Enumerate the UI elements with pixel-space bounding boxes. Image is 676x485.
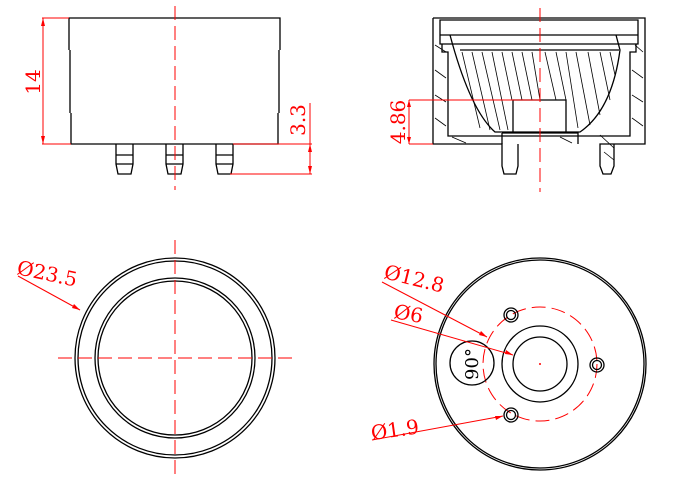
dim-pitch-circle-label: Ø12.8 [382, 260, 447, 298]
dimension-pin-length: 3.3 [230, 103, 312, 175]
dimension-height: 14 [21, 17, 71, 145]
section-view: 4.86 [386, 8, 646, 192]
bottom-view: 90° Ø12.8 Ø6 Ø1.9 [369, 257, 647, 471]
dimension-depth: 4.86 [386, 99, 540, 145]
dim-center-hole-label: Ø6 [392, 299, 425, 328]
top-view: Ø23.5 [15, 240, 292, 475]
hatching [434, 44, 644, 161]
angle-mark: 90° [462, 348, 483, 380]
front-view: 14 3.3 [21, 6, 312, 190]
dim-pin-hole-label: Ø1.9 [369, 414, 420, 444]
dim-outer-diameter-label: Ø23.5 [15, 255, 80, 291]
pin-holes [503, 307, 605, 423]
dim-pin-label: 3.3 [286, 104, 310, 136]
dim-height-label: 14 [21, 69, 45, 94]
dim-depth-label: 4.86 [386, 100, 410, 145]
